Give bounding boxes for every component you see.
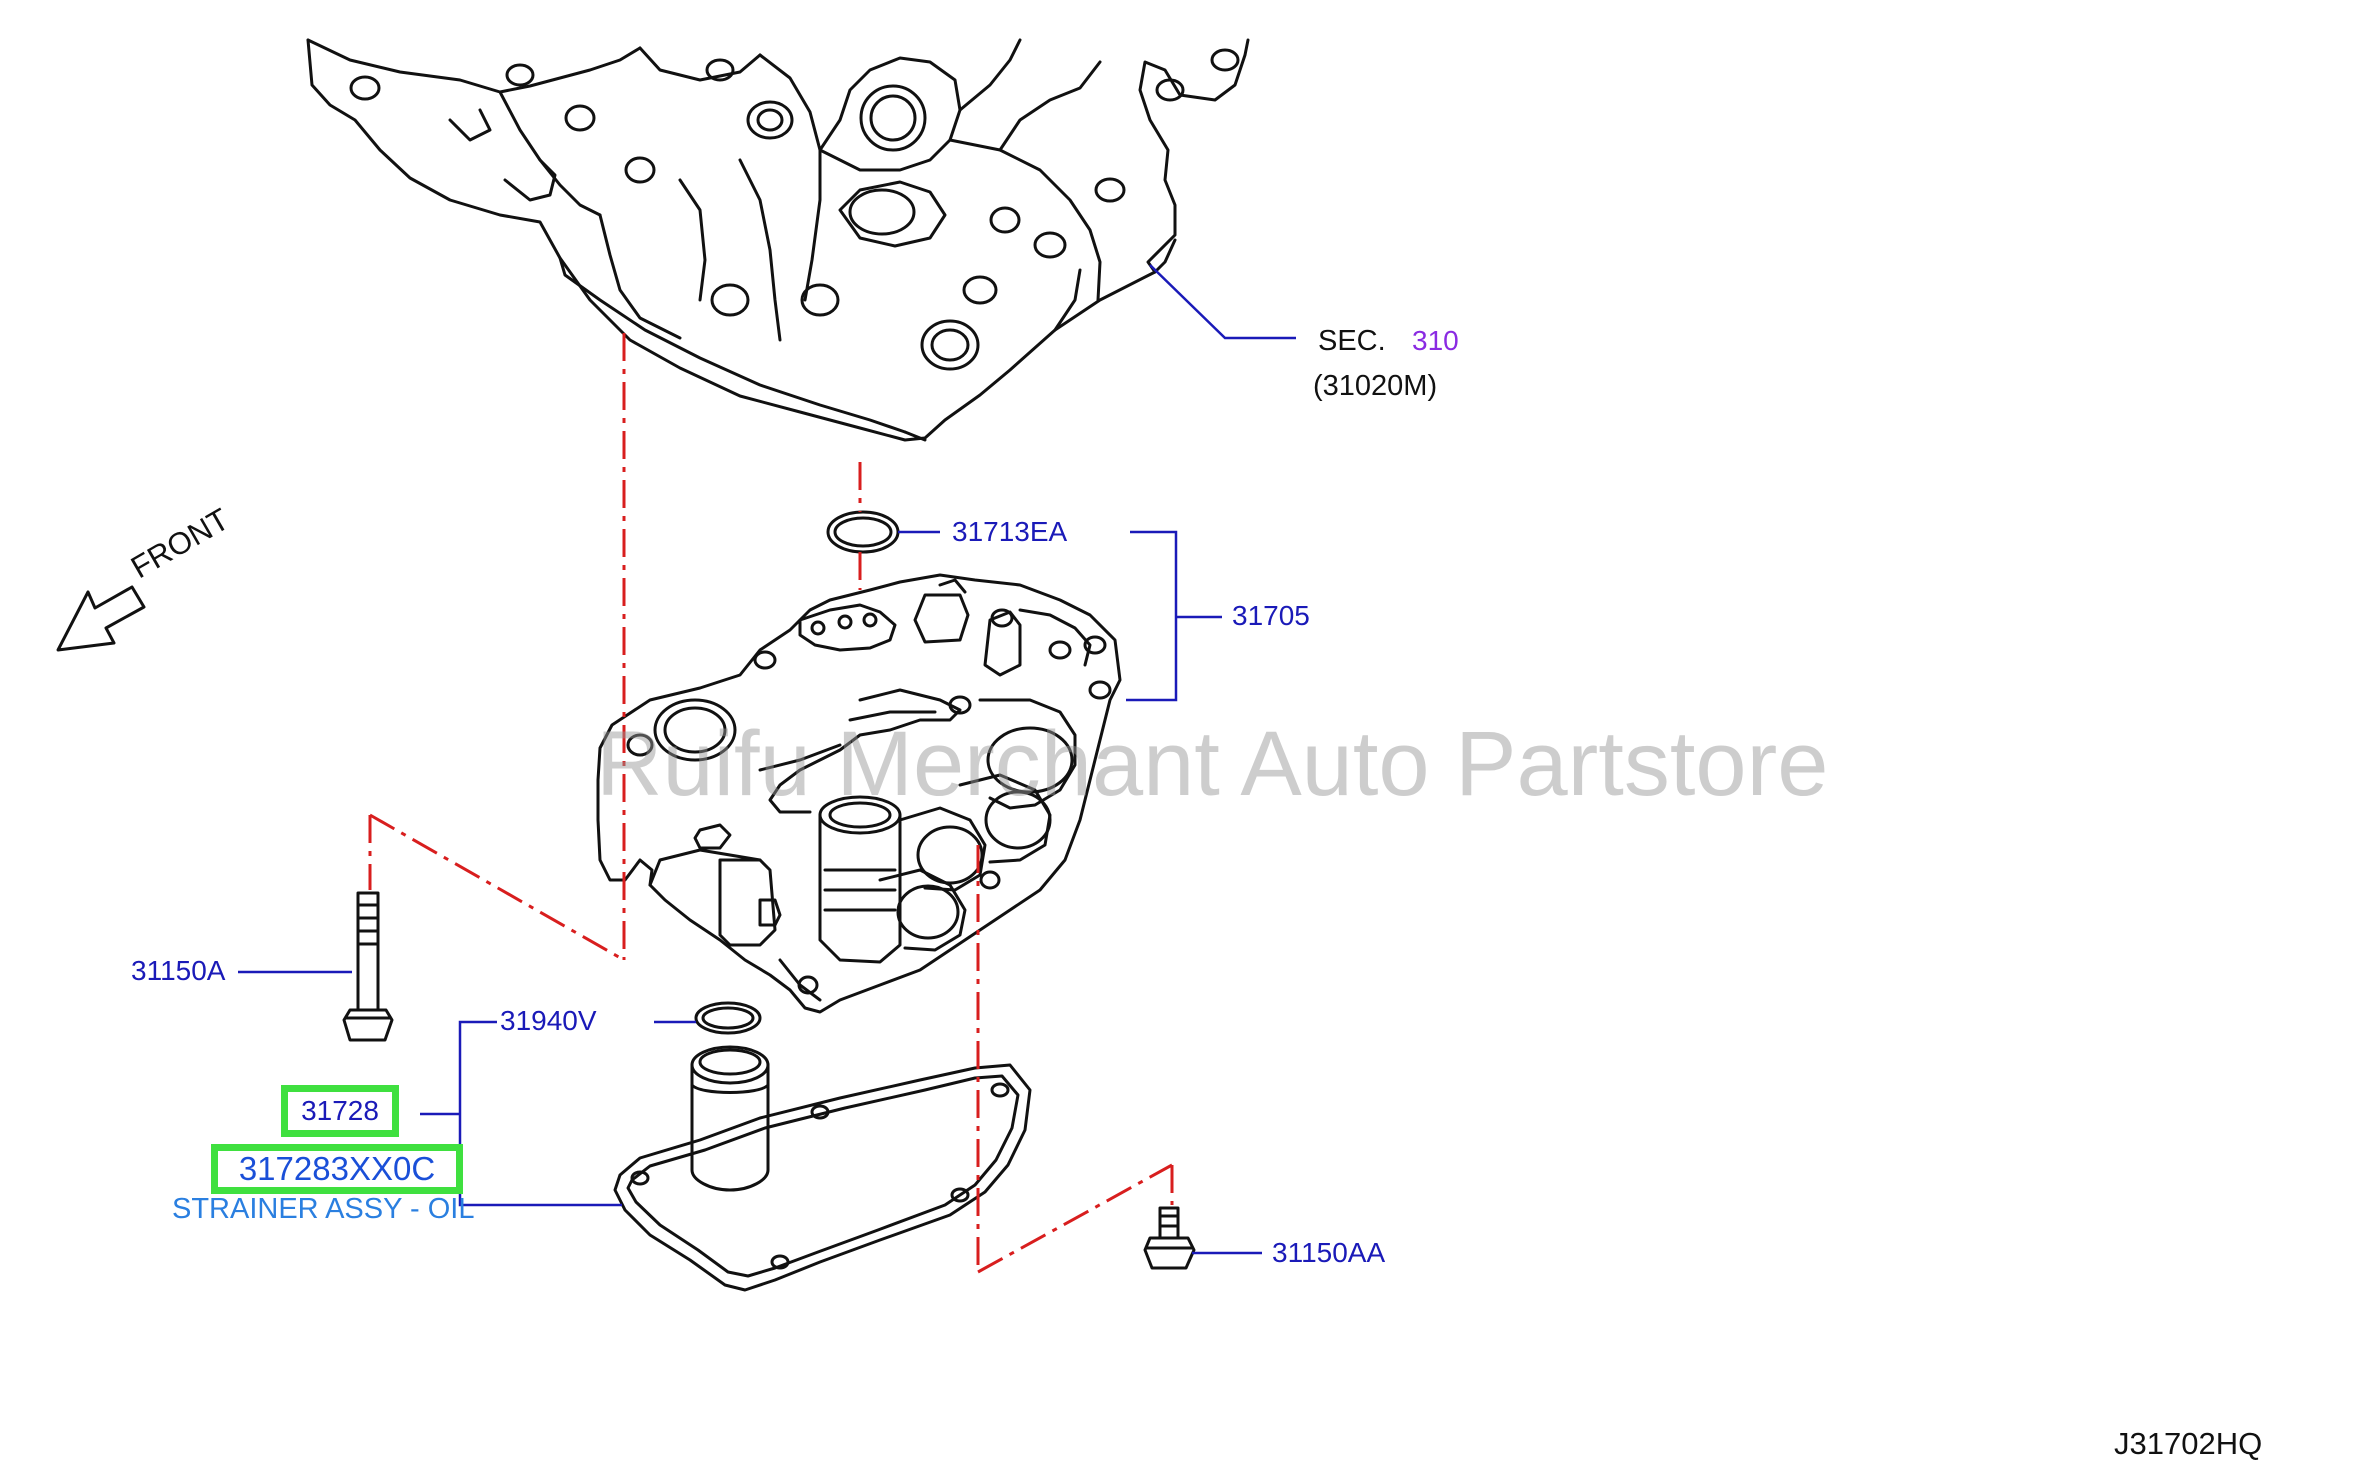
centerlines [368,333,1174,1274]
strainer-description: STRAINER ASSY - OIL [172,1193,475,1225]
oring-31940v [694,1001,762,1035]
section-subpart: (31020M) [1313,370,1438,402]
part-31940v-label[interactable]: 31940V [500,1005,597,1036]
bolt-31150aa-drawing [1143,1206,1196,1270]
part-31728-text: 31728 [301,1095,379,1126]
section-prefix: SEC. [1318,325,1386,357]
front-arrow-icon [56,585,146,652]
watermark: Ruifu Merchant Auto Partstore [596,713,1829,815]
control-valve-drawing [596,573,1122,1014]
part-31705-label[interactable]: 31705 [1232,600,1310,631]
part-31728-label[interactable]: 31728 [281,1085,399,1137]
transmission-case-drawing [306,38,1250,442]
strainer-drawing [613,1045,1032,1292]
leader-lines [238,264,1296,1255]
figure-code: J31702HQ [2114,1426,2263,1461]
part-31150a-label[interactable]: 31150A [131,955,226,986]
section-number[interactable]: 310 [1412,325,1459,356]
part-31713ea-label[interactable]: 31713EA [952,516,1068,547]
part-31150aa-label[interactable]: 31150AA [1272,1237,1386,1268]
part-317283xx0c-text: 317283XX0C [238,1150,436,1187]
bolt-31150a-drawing [342,891,394,1042]
part-317283xx0c-label[interactable]: 317283XX0C [211,1144,463,1194]
